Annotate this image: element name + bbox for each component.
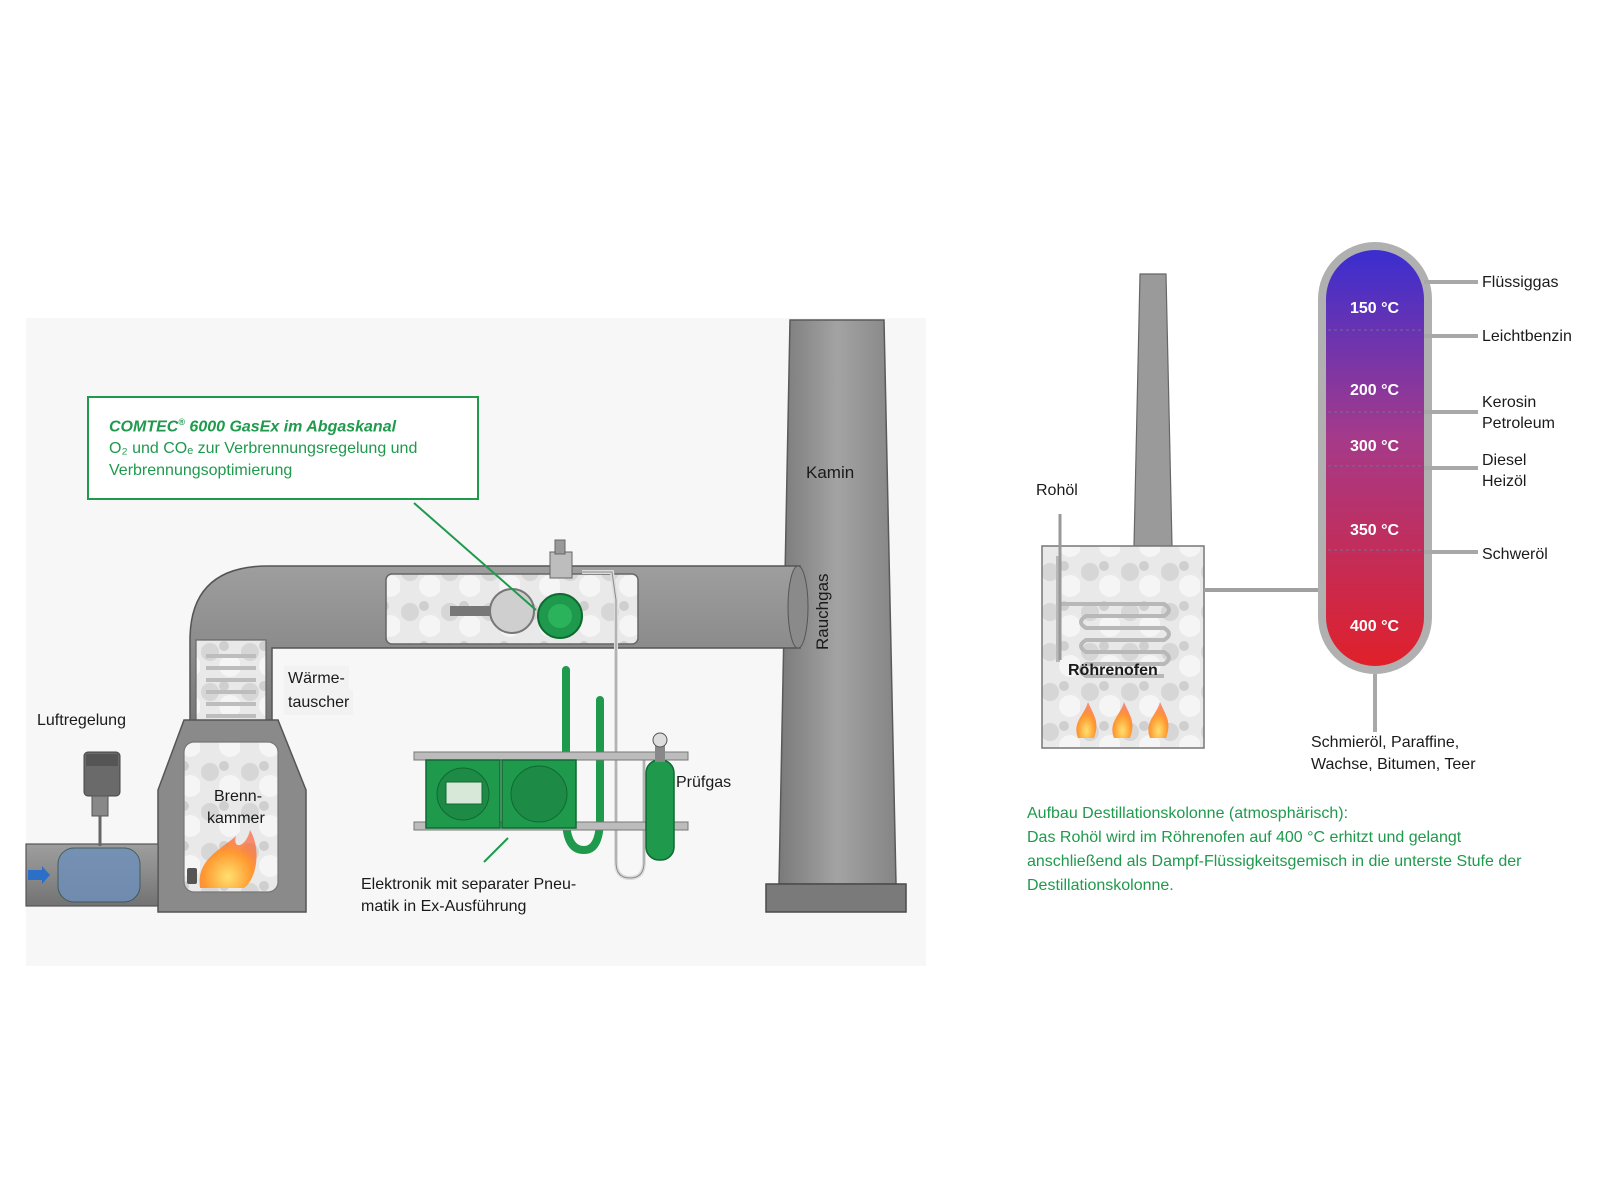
- product-petroleum: Petroleum: [1482, 415, 1555, 432]
- temp-label-150: 150 °C: [1350, 300, 1400, 317]
- product-leichtbenzin: Leichtbenzin: [1482, 328, 1572, 345]
- product-heizoel: Heizöl: [1482, 473, 1527, 490]
- distillation-column: [1318, 242, 1432, 674]
- roehrenofen-furnace: [1041, 545, 1205, 749]
- product-fluessiggas: Flüssiggas: [1482, 274, 1559, 291]
- caption-line-2: Das Rohöl wird im Röhrenofen auf 400 °C …: [1027, 829, 1462, 846]
- luftregelung-label: Luftregelung: [37, 712, 126, 729]
- product-schweroel: Schweröl: [1482, 546, 1548, 563]
- ofen-chimney: [1133, 273, 1173, 547]
- elektronik-cabinet: [413, 751, 689, 831]
- brennkammer-label-1: Brenn-: [214, 788, 263, 805]
- elektronik-leader: [483, 837, 509, 863]
- luftregelung-actuator: [83, 751, 121, 846]
- callout-title: COMTEC® 6000 GasEx im Abgaskanal: [109, 417, 397, 436]
- brennkammer-label-2: kammer: [207, 810, 265, 827]
- product-kerosin: Kerosin: [1482, 394, 1537, 411]
- caption-line-4: Destillationskolonne.: [1027, 877, 1174, 894]
- temp-label-200: 200 °C: [1350, 382, 1400, 399]
- comtec-callout: COMTEC® 6000 GasEx im Abgaskanal O₂ und …: [87, 396, 479, 500]
- callout-line-1: O₂ und COₑ zur Verbrennungsregelung und: [109, 440, 418, 458]
- waermetauscher-label-1: Wärme-: [284, 666, 349, 691]
- temp-label-350: 350 °C: [1350, 522, 1400, 539]
- bottom-products-line-1: Schmieröl, Paraffine,: [1311, 734, 1460, 751]
- pruefgas-bottle: [645, 732, 675, 861]
- comtec-probe: [450, 539, 583, 639]
- callout-leader: [413, 502, 537, 611]
- waermetauscher-label-2: tauscher: [284, 690, 354, 715]
- caption-line-3: anschließend als Dampf-Flüssigkeitsgemis…: [1027, 853, 1522, 870]
- rauchgas-label: Rauchgas: [813, 573, 832, 650]
- product-diesel: Diesel: [1482, 452, 1527, 469]
- brennkammer: [157, 719, 307, 913]
- callout-line-2: Verbrennungsoptimierung: [109, 462, 293, 480]
- distillation-caption: Aufbau Destillationskolonne (atmosphäris…: [1027, 802, 1587, 898]
- rohoel-label: Rohöl: [1036, 482, 1078, 499]
- product-outlets: [1373, 280, 1478, 732]
- elektronik-label-2: matik in Ex-Ausführung: [361, 898, 527, 915]
- pruefgas-label: Prüfgas: [676, 774, 732, 791]
- bottom-products-line-2: Wachse, Bitumen, Teer: [1311, 756, 1476, 773]
- kamin-label: Kamin: [806, 463, 855, 482]
- air-inlet-pipe: [25, 843, 159, 907]
- elektronik-label-1: Elektronik mit separater Pneu-: [361, 876, 577, 893]
- kamin-stack: [765, 319, 907, 913]
- caption-line-1: Aufbau Destillationskolonne (atmosphäris…: [1027, 805, 1349, 822]
- flue-duct: [189, 565, 809, 741]
- temp-label-300: 300 °C: [1350, 438, 1400, 455]
- roehrenofen-label: Röhrenofen: [1068, 662, 1158, 679]
- temp-label-400: 400 °C: [1350, 618, 1400, 635]
